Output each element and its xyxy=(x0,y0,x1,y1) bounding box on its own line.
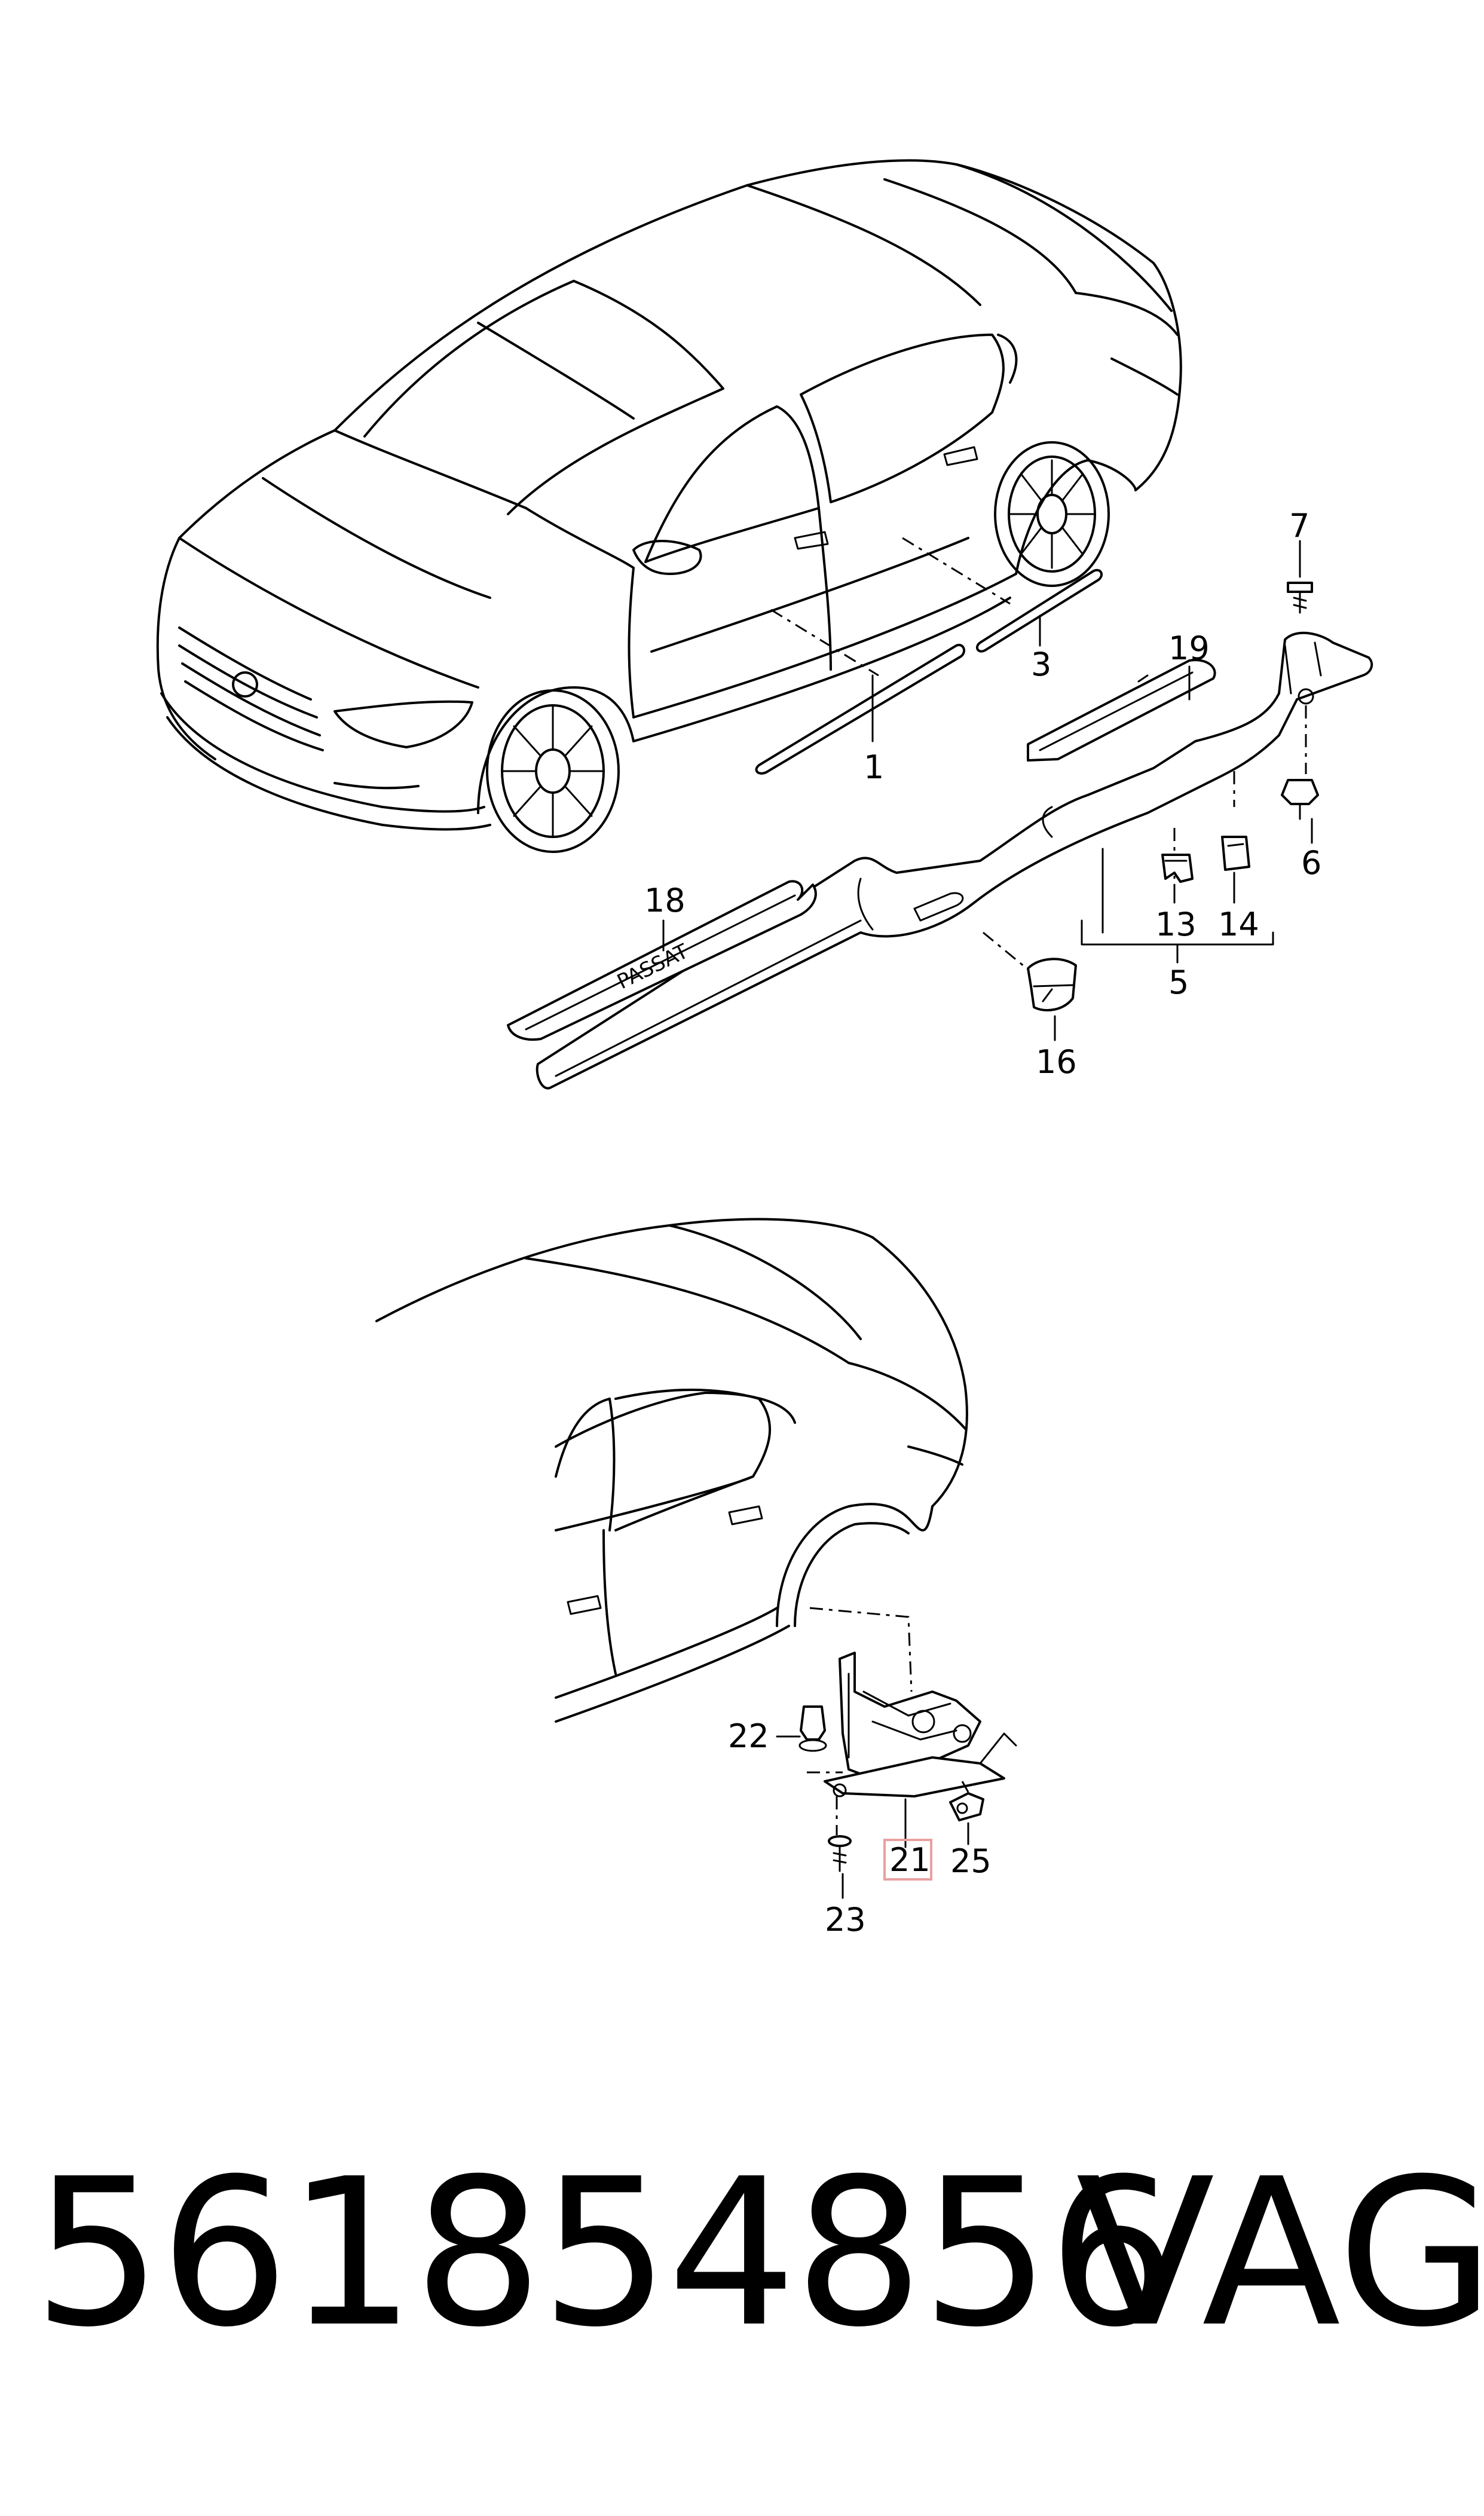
fasteners-bottom xyxy=(776,1705,984,1899)
callout-6: 6 xyxy=(1301,844,1321,882)
callout-19: 19 xyxy=(1168,629,1210,667)
callout-23: 23 xyxy=(825,1901,866,1939)
car-front-view xyxy=(156,159,1182,853)
callout-labels: 1 3 7 19 6 13 14 5 18 16 22 21 25 23 xyxy=(644,507,1321,1939)
callout-16: 16 xyxy=(1036,1043,1077,1081)
bracket-assembly xyxy=(809,1607,1017,1848)
sill-panel xyxy=(536,631,1373,1090)
callout-13: 13 xyxy=(1155,906,1197,943)
brand-name: VAG xyxy=(1076,2135,1484,2372)
callout-18: 18 xyxy=(644,882,686,919)
callout-25: 25 xyxy=(950,1842,992,1880)
car-rear-view xyxy=(375,1218,968,1723)
callout-21: 21 xyxy=(889,1841,931,1879)
footer: 561854856 VAG xyxy=(0,2152,1484,2421)
callout-14: 14 xyxy=(1218,906,1259,943)
callout-21-highlight xyxy=(883,1839,932,1881)
callout-3: 3 xyxy=(1031,646,1051,683)
callout-22: 22 xyxy=(728,1717,769,1755)
rear-sill-trim xyxy=(1027,659,1216,762)
callout-5: 5 xyxy=(1168,964,1189,1001)
parts-diagram: PASSAT xyxy=(156,159,1373,1939)
moulding-strips xyxy=(755,537,1103,775)
part-number: 561854856 xyxy=(33,2135,1177,2372)
callout-7: 7 xyxy=(1289,507,1309,545)
callout-1: 1 xyxy=(864,748,884,786)
fasteners-top xyxy=(1027,540,1319,1041)
